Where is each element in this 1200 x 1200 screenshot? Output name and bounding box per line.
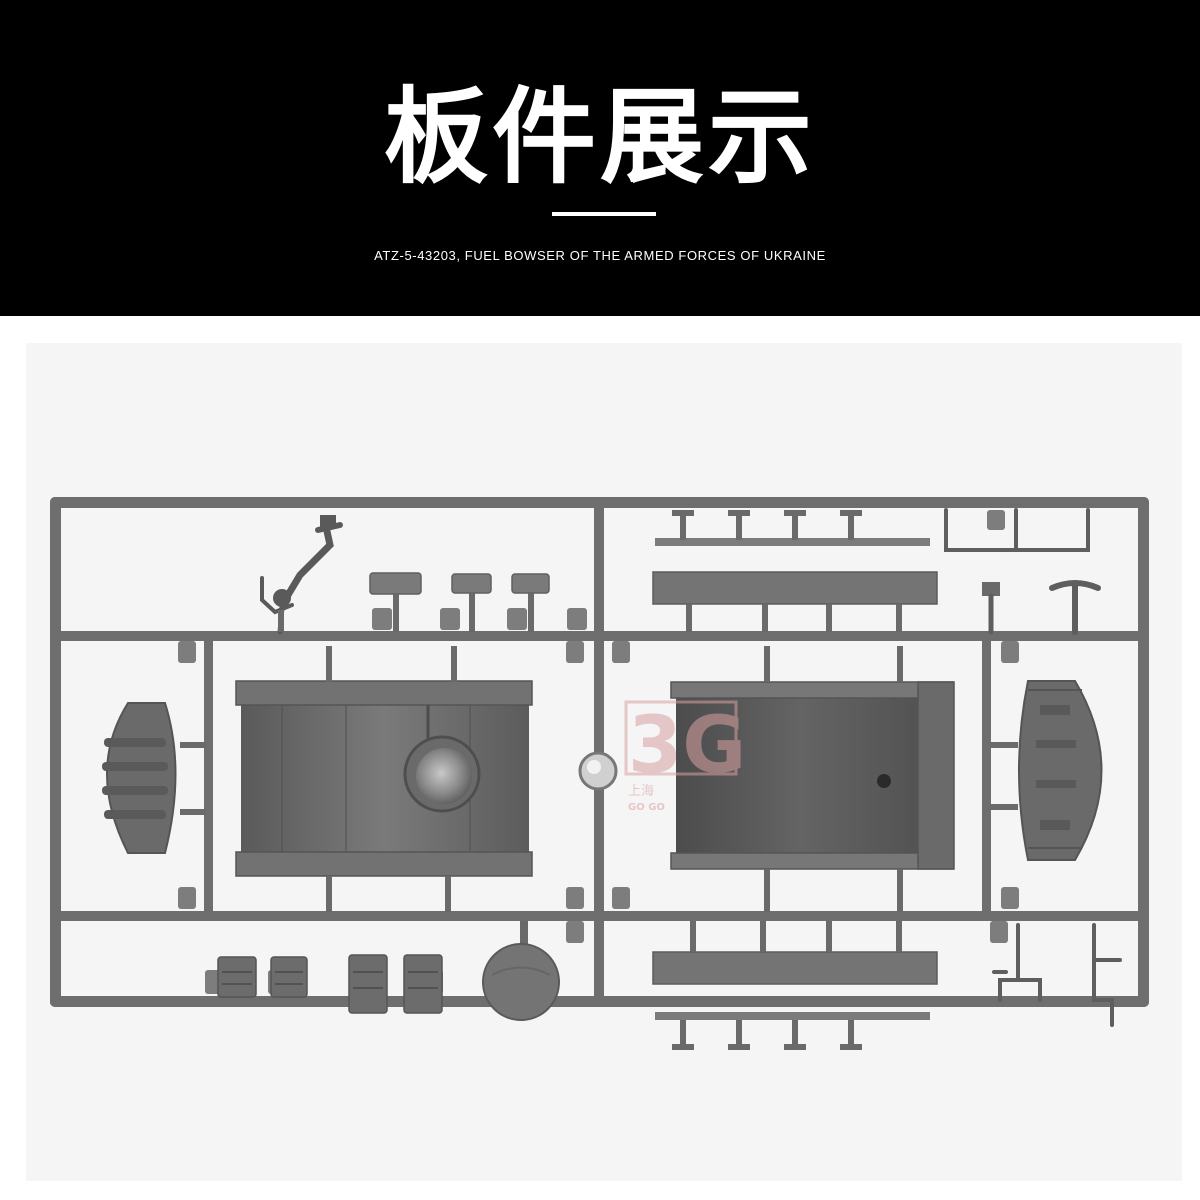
watermark-logo: 3G 上海 GO GO bbox=[624, 700, 746, 813]
product-subtitle: ATZ-5-43203, FUEL BOWSER OF THE ARMED FO… bbox=[374, 248, 826, 263]
tank-end-cap-left bbox=[102, 702, 206, 854]
clear-lens-part bbox=[578, 751, 618, 791]
title-underline bbox=[552, 212, 656, 216]
tank-end-cap-right bbox=[990, 680, 1103, 861]
watermark-logo-text: 3G bbox=[628, 701, 746, 791]
tank-half-right bbox=[670, 646, 955, 912]
round-cover-part bbox=[482, 921, 560, 1021]
small-panels-bottom bbox=[217, 954, 443, 1014]
watermark-cn-text: 上海 bbox=[628, 784, 654, 799]
watermark-en-text: GO GO bbox=[628, 802, 665, 813]
hook-parts bbox=[992, 923, 1122, 1027]
sprue-frame bbox=[50, 497, 1149, 1007]
header-banner: 板件展示 ATZ-5-43203, FUEL BOWSER OF THE ARM… bbox=[0, 0, 1200, 316]
crane-arm-part bbox=[260, 515, 343, 635]
tank-half-left bbox=[235, 646, 533, 912]
small-plate-gates bbox=[278, 593, 534, 632]
bottom-rail-parts bbox=[652, 921, 938, 1050]
handle-parts bbox=[944, 508, 1101, 635]
page-title: 板件展示 bbox=[383, 76, 816, 198]
top-rail-parts bbox=[652, 510, 938, 632]
small-plates-top bbox=[369, 572, 550, 595]
